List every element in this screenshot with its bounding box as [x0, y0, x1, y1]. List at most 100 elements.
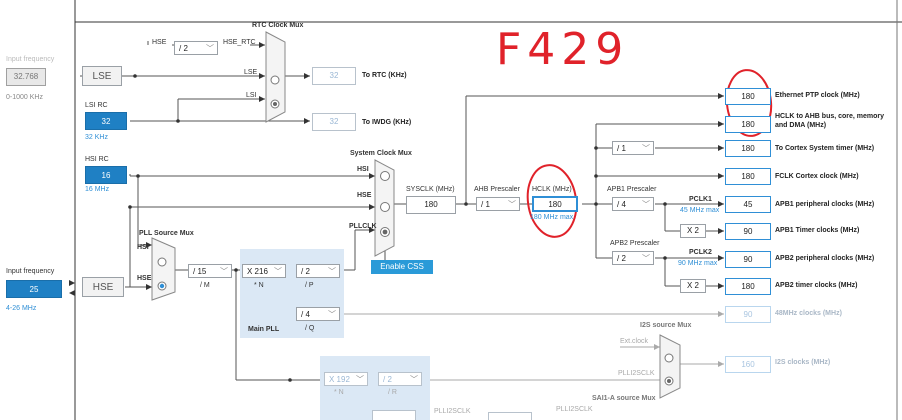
- pll-m-divider-select[interactable]: / 15 ﹀: [188, 264, 232, 278]
- apb1-timer-value[interactable]: 90: [725, 223, 771, 240]
- apb1-peripheral-label: APB1 peripheral clocks (MHz): [775, 201, 875, 208]
- main-pll-panel: [240, 249, 344, 338]
- pll-m-label: / M: [200, 282, 210, 289]
- system-mux-hsi-label: HSI: [357, 166, 369, 173]
- hclk-ahb-value[interactable]: 180: [725, 116, 771, 133]
- apb2-prescaler-value: / 2: [617, 254, 626, 263]
- i2s-clocks-label: I2S clocks (MHz): [775, 359, 831, 366]
- input-frequency-label-hse: Input frequency: [6, 268, 55, 275]
- plli2s-q-select[interactable]: [372, 410, 416, 420]
- system-mux-title: System Clock Mux: [350, 150, 412, 157]
- rtc-lsi-input-label: LSI: [246, 92, 257, 99]
- lse-range-label: 0-1000 KHz: [6, 94, 43, 101]
- plli2s-panel: [320, 356, 430, 420]
- apb1-timer-label: APB1 Timer clocks (MHz): [775, 227, 860, 234]
- apb1-peripheral-value[interactable]: 45: [725, 196, 771, 213]
- rtc-mux-title: RTC Clock Mux: [252, 22, 304, 29]
- pll-m-divider-value: / 15: [193, 267, 207, 276]
- pll-source-mux[interactable]: [151, 237, 176, 301]
- hsi-rc-label: HSI RC: [85, 156, 109, 163]
- sai1-a-source-mux-title: SAI1-A source Mux: [592, 395, 656, 402]
- hsi-unit-label: 16 MHz: [85, 186, 110, 193]
- fclk-cortex-value[interactable]: 180: [725, 168, 771, 185]
- chevron-down-icon: ﹀: [642, 254, 650, 263]
- apb2-peripheral-label: APB2 peripheral clocks (MHz): [775, 255, 875, 262]
- ahb-prescaler-select[interactable]: / 1﹀: [476, 197, 520, 211]
- apb1-timer-multiplier: X 2: [680, 224, 706, 238]
- pll-source-hse-label: HSE: [137, 275, 152, 282]
- ethernet-ptp-clock-value[interactable]: 180: [725, 88, 771, 105]
- sysclk-value: 180: [406, 196, 456, 214]
- pll-n-multiplier-select[interactable]: X 216 ﹀: [242, 264, 286, 278]
- pll-p-divider-select[interactable]: / 2﹀: [296, 264, 340, 278]
- pll-p-label: / P: [305, 282, 314, 289]
- rtc-hse-rtc-label: HSE_RTC: [223, 39, 256, 46]
- plli2s-n-label: * N: [334, 389, 344, 396]
- lse-oscillator[interactable]: LSE: [82, 66, 122, 86]
- hclk-input[interactable]: 180: [532, 196, 578, 212]
- apb2-prescaler-select[interactable]: / 2 ﹀: [612, 251, 654, 265]
- cortex-timer-divider-value: / 1: [617, 144, 626, 153]
- lsi-unit-label: 32 KHz: [85, 134, 108, 141]
- chevron-down-icon: ﹀: [274, 267, 282, 276]
- fclk-cortex-label: FCLK Cortex clock (MHz): [775, 173, 859, 180]
- system-mux-hse-label: HSE: [357, 192, 372, 199]
- i2s-clocks-value[interactable]: 160: [725, 356, 771, 373]
- hse-range-label: 4-26 MHz: [6, 305, 37, 312]
- i2s-source-mux-title: I2S source Mux: [640, 322, 692, 329]
- apb2-timer-label: APB2 timer clocks (MHz): [775, 282, 858, 289]
- hse-input-frequency-field[interactable]: 25: [6, 280, 62, 298]
- sysclk-label: SYSCLK (MHz): [406, 186, 455, 193]
- input-frequency-label-lse: Input frequency: [6, 56, 55, 63]
- plli2s-r-label: / R: [388, 389, 397, 396]
- plli2s-r-divider-value: / 2: [383, 375, 392, 384]
- apb2-timer-value[interactable]: 180: [725, 278, 771, 295]
- hsi-oscillator[interactable]: 16: [85, 166, 127, 184]
- pclk2-max-label: 90 MHz max: [678, 260, 718, 267]
- ethernet-ptp-clock-label: Ethernet PTP clock (MHz): [775, 92, 860, 99]
- chevron-down-icon: ﹀: [206, 44, 214, 53]
- ahb-prescaler-label: AHB Prescaler: [474, 186, 520, 193]
- system-mux-pllclk-label: PLLCLK: [349, 223, 377, 230]
- hclk-max-label: 180 MHz max: [530, 214, 574, 221]
- pll-n-label: * N: [254, 282, 264, 289]
- chevron-down-icon: ﹀: [328, 310, 336, 319]
- lsi-oscillator[interactable]: 32: [85, 112, 127, 130]
- rtc-hse-input-label: HSE: [152, 39, 167, 46]
- chevron-down-icon: ﹀: [356, 375, 364, 384]
- main-pll-label: Main PLL: [248, 326, 280, 333]
- to-rtc-value: 32: [312, 67, 356, 85]
- apb2-timer-multiplier: X 2: [680, 279, 706, 293]
- 48mhz-clocks-value[interactable]: 90: [725, 306, 771, 323]
- plli2s-n-multiplier-value: X 192: [329, 375, 350, 384]
- apb1-prescaler-value: / 4: [617, 200, 626, 209]
- lse-input-frequency-field[interactable]: 32.768: [6, 68, 46, 86]
- i2s-plli2sclk-label: PLLI2SCLK: [618, 370, 655, 377]
- pll-q-divider-select[interactable]: / 4﹀: [296, 307, 340, 321]
- hclk-ahb-label: HCLK to AHB bus, core, memory and DMA (M…: [775, 113, 885, 129]
- lsi-rc-label: LSI RC: [85, 102, 108, 109]
- pll-n-multiplier-value: X 216: [247, 267, 268, 276]
- pclk1-label: PCLK1: [689, 196, 712, 203]
- hse-oscillator[interactable]: HSE: [82, 277, 124, 297]
- rtc-hse-divider-select[interactable]: / 2﹀: [174, 41, 218, 55]
- chevron-down-icon: ﹀: [220, 267, 228, 276]
- plli2s-n-multiplier-select[interactable]: X 192 ﹀: [324, 372, 368, 386]
- plli2sclk-value-box: [488, 412, 532, 420]
- pclk1-max-label: 45 MHz max: [680, 207, 720, 214]
- apb2-peripheral-value[interactable]: 90: [725, 251, 771, 268]
- apb1-prescaler-label: APB1 Prescaler: [607, 186, 657, 193]
- to-iwdg-label: To IWDG (KHz): [362, 119, 412, 126]
- enable-css-button[interactable]: Enable CSS: [371, 260, 433, 274]
- cortex-timer-divider-select[interactable]: / 1 ﹀: [612, 141, 654, 155]
- chevron-down-icon: ﹀: [642, 144, 650, 153]
- apb1-prescaler-select[interactable]: / 4﹀: [612, 197, 654, 211]
- cortex-system-timer-value[interactable]: 180: [725, 140, 771, 157]
- plli2s-r-divider-select[interactable]: / 2﹀: [378, 372, 422, 386]
- chevron-down-icon: ﹀: [508, 200, 516, 209]
- 48mhz-clocks-label: 48MHz clocks (MHz): [775, 310, 842, 317]
- hclk-label: HCLK (MHz): [532, 186, 572, 193]
- i2s-source-mux[interactable]: [659, 334, 681, 399]
- rtc-lse-input-label: LSE: [244, 69, 258, 76]
